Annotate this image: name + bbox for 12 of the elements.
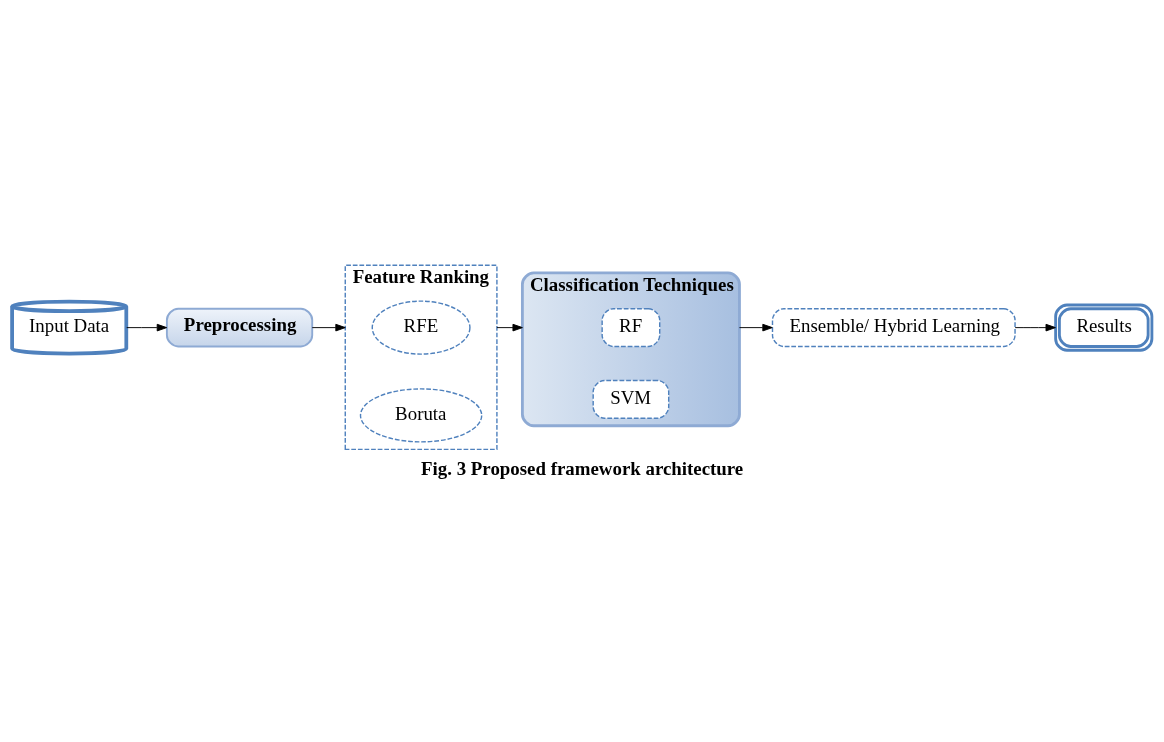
arrow <box>739 323 773 331</box>
node-box: SVM <box>592 379 670 419</box>
arrow <box>1014 323 1056 331</box>
node-ellipse: RFE <box>371 299 471 355</box>
arrow <box>126 323 168 331</box>
caption: Fig. 3 Proposed framework architecture <box>421 457 744 479</box>
node-box: Preprocessing <box>165 307 314 347</box>
node-box: Ensemble/ Hybrid Learning <box>771 307 1016 347</box>
node-ellipse: Boruta <box>359 387 483 443</box>
arrow <box>311 323 346 331</box>
arrow <box>496 323 523 331</box>
node-box: RF <box>601 307 661 347</box>
